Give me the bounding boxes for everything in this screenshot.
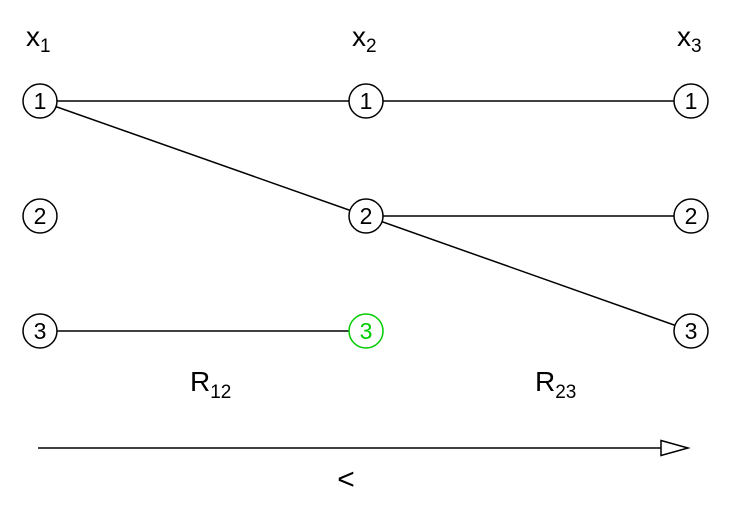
var-x3-main: x — [677, 21, 691, 52]
order-arrow-head-icon — [660, 439, 691, 457]
node-x2-3-circle — [348, 313, 384, 349]
var-x2-main: x — [352, 21, 366, 52]
node-x2-value-3-highlighted: 3 — [348, 313, 384, 349]
node-x3-3-circle — [673, 313, 709, 349]
node-x2-3-label: 3 — [360, 318, 373, 344]
var-label-x2: x2 — [352, 21, 377, 57]
node-x3-2-label: 2 — [685, 203, 698, 229]
node-x3-value-3: 3 — [673, 313, 709, 349]
column-x3: 1 2 3 — [673, 83, 709, 349]
node-x1-1-circle — [22, 83, 58, 119]
node-x1-3-circle — [22, 313, 58, 349]
node-x2-2-label: 2 — [360, 203, 373, 229]
relation-r12-main: R — [190, 366, 210, 397]
node-x1-2-label: 2 — [34, 203, 47, 229]
relation-label-r12: R12 — [190, 366, 231, 403]
node-x3-1-circle — [673, 83, 709, 119]
relation-r12-sub: 12 — [210, 382, 231, 403]
order-symbol-label: < — [337, 463, 355, 496]
node-x1-value-1: 1 — [22, 83, 58, 119]
column-x2: 1 2 3 — [348, 83, 384, 349]
node-x3-value-2: 2 — [673, 198, 709, 234]
node-x3-1-label: 1 — [685, 88, 698, 114]
node-x1-value-3: 3 — [22, 313, 58, 349]
var-x1-main: x — [26, 21, 40, 52]
node-x3-2-circle — [673, 198, 709, 234]
var-label-x3: x3 — [677, 21, 702, 57]
var-x2-sub: 2 — [366, 36, 377, 57]
order-arrow: < — [38, 439, 691, 496]
relation-r23-sub: 23 — [555, 382, 576, 403]
edges — [39, 100, 692, 332]
node-x2-value-2: 2 — [348, 198, 384, 234]
edge-x2v2-x3v3 — [365, 215, 692, 332]
node-x2-value-1: 1 — [348, 83, 384, 119]
node-x3-3-label: 3 — [685, 318, 698, 344]
edge-x1v1-x2v2 — [39, 100, 367, 217]
column-x1: 1 2 3 — [22, 83, 58, 349]
var-label-x1: x1 — [26, 21, 51, 57]
node-x1-2-circle — [22, 198, 58, 234]
node-x2-2-circle — [348, 198, 384, 234]
node-x2-1-circle — [348, 83, 384, 119]
node-x3-value-1: 1 — [673, 83, 709, 119]
relation-label-r23: R23 — [535, 366, 576, 403]
var-x3-sub: 3 — [691, 36, 702, 57]
node-x2-1-label: 1 — [360, 88, 373, 114]
var-x1-sub: 1 — [40, 36, 51, 57]
node-x1-value-2: 2 — [22, 198, 58, 234]
relation-r23-main: R — [535, 366, 555, 397]
node-x1-1-label: 1 — [34, 88, 47, 114]
node-x1-3-label: 3 — [34, 318, 47, 344]
